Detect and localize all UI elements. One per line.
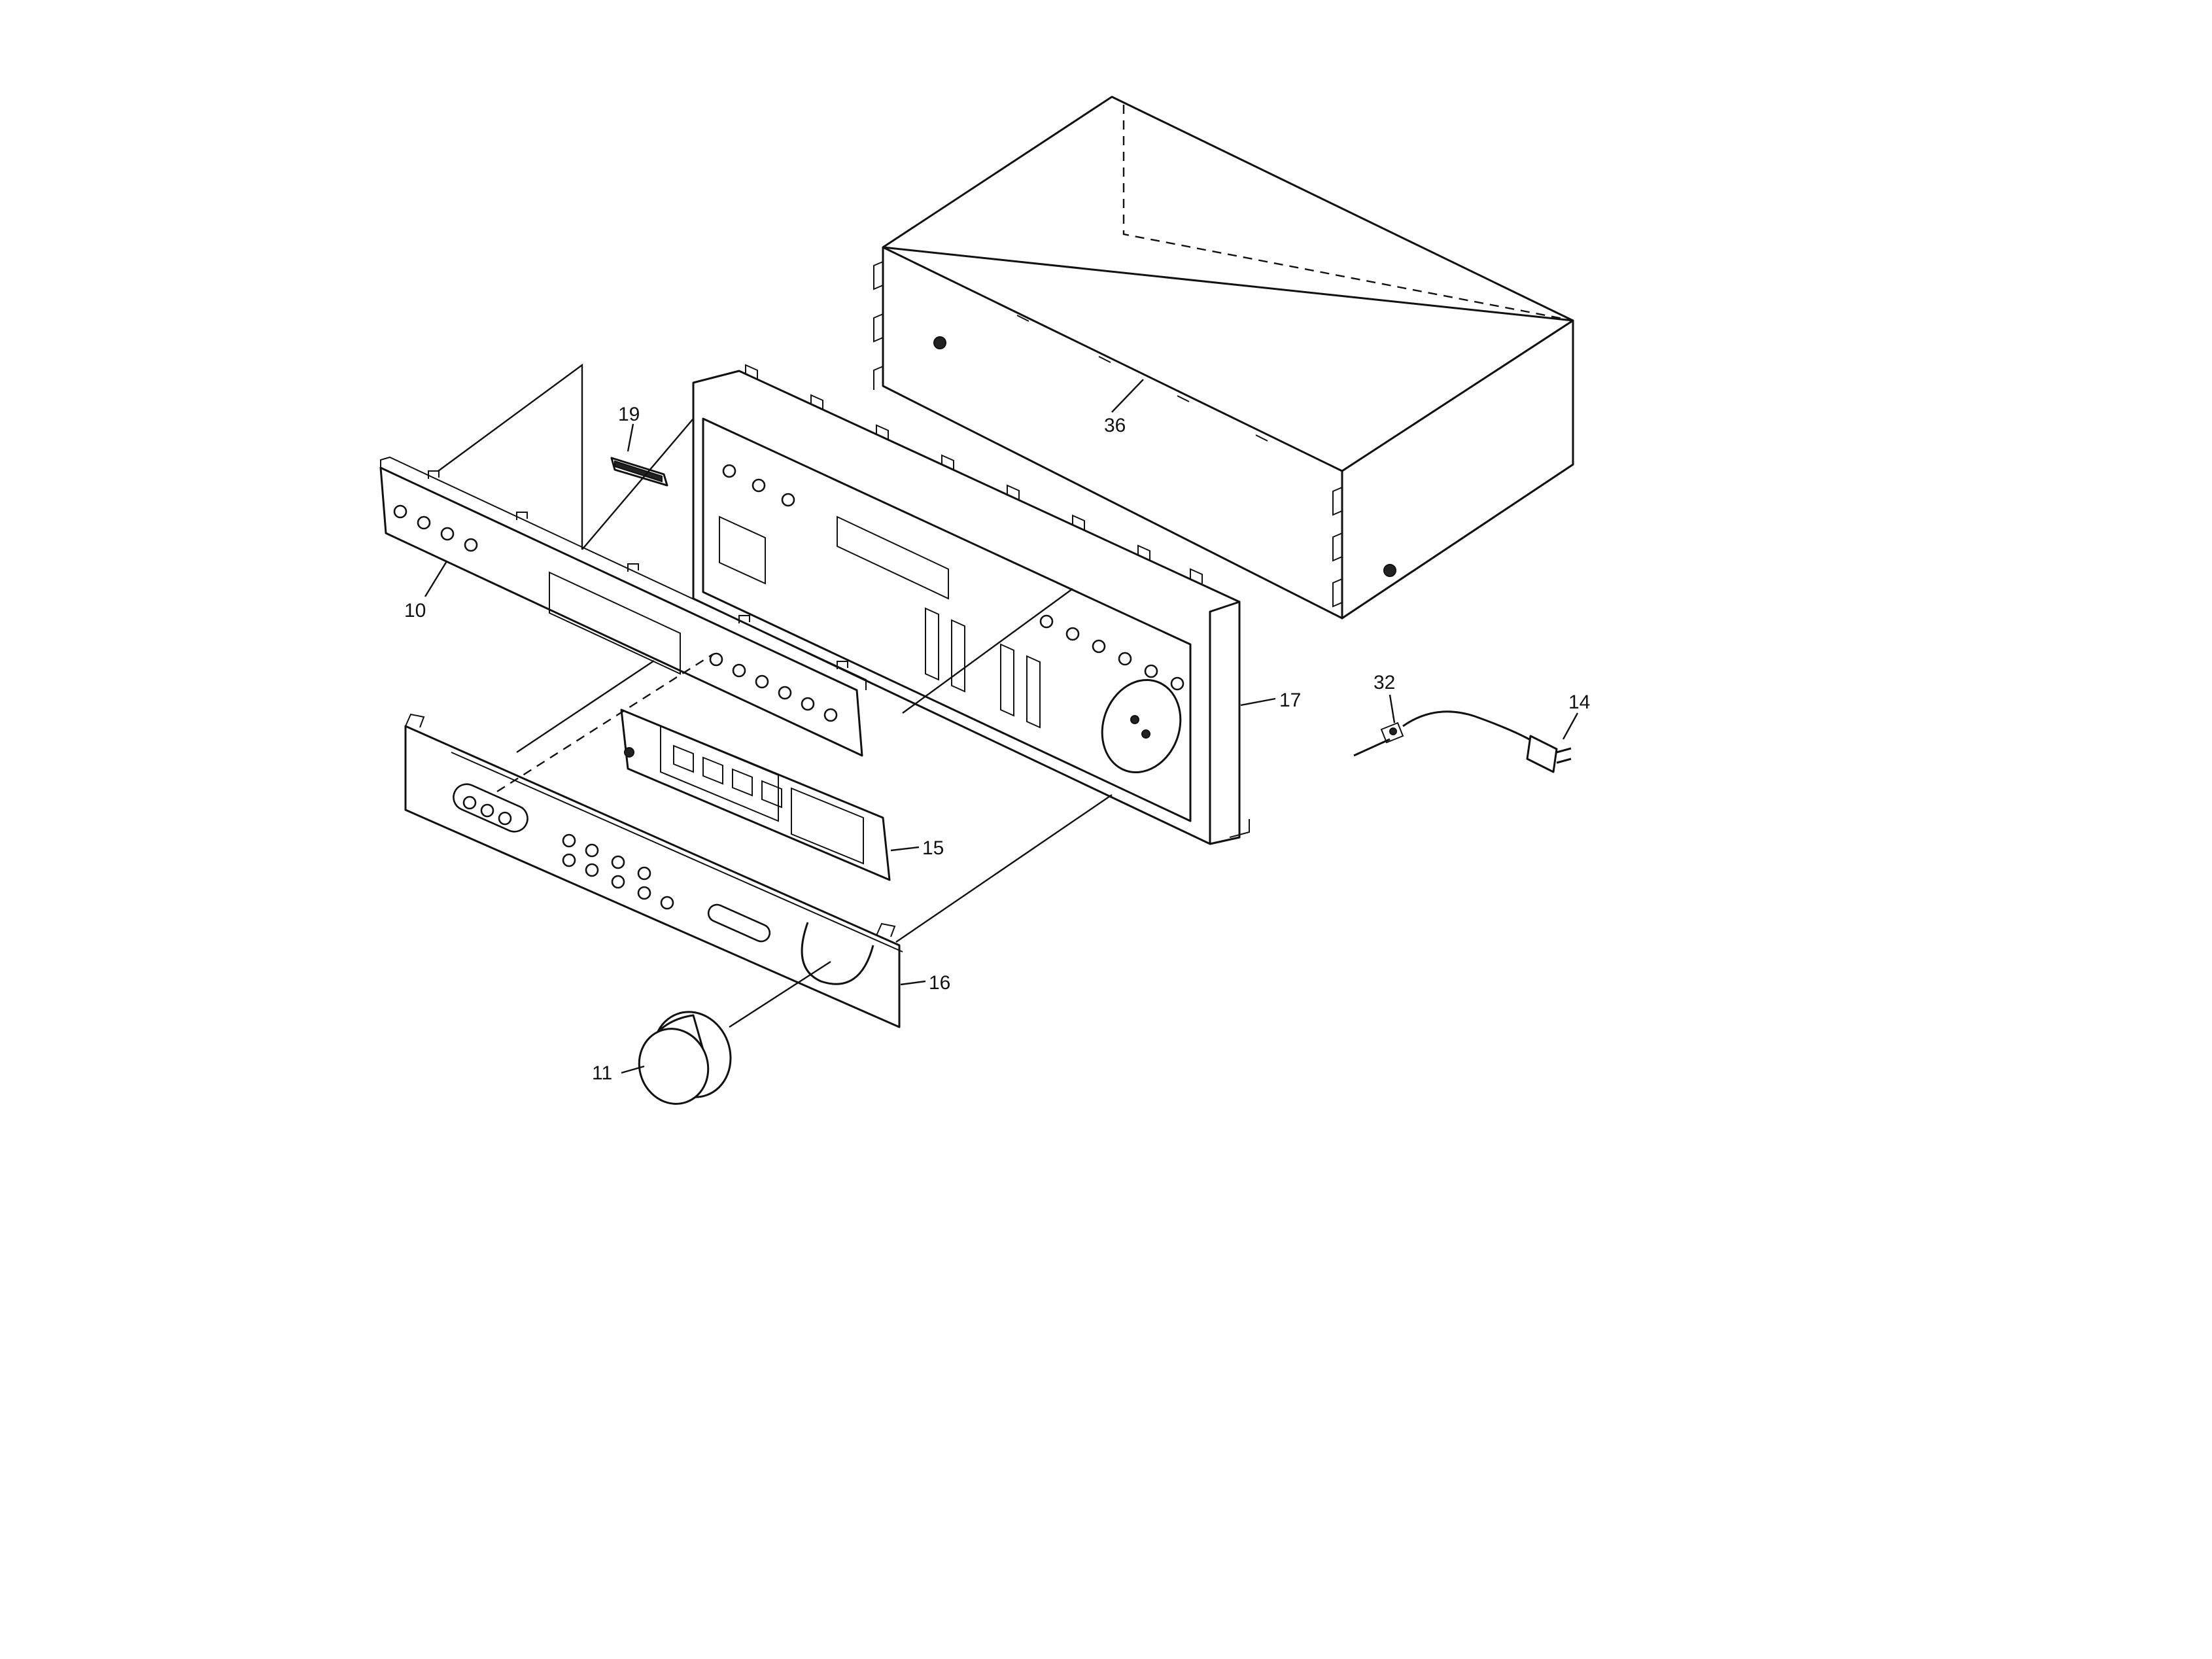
callout-19: 19 <box>618 404 640 425</box>
part-32-cord-bushing <box>1353 722 1404 757</box>
callout-16: 16 <box>929 972 950 994</box>
part-17-front-chassis <box>692 364 1250 845</box>
part-14-power-plug <box>1402 710 1572 773</box>
callout-32: 32 <box>1374 672 1395 693</box>
callout-17: 17 <box>1279 690 1301 711</box>
callout-14: 14 <box>1568 691 1590 713</box>
assembly-guide-lines <box>438 363 1113 1028</box>
part-19-bracket <box>610 457 668 487</box>
callout-36: 36 <box>1104 415 1126 436</box>
callout-10: 10 <box>404 600 426 621</box>
callout-11: 11 <box>592 1062 612 1084</box>
part-16-lower-front-panel <box>404 713 903 1028</box>
callout-15: 15 <box>922 837 944 859</box>
part-36-cabinet-cover <box>873 96 1574 620</box>
part-15-switch-board <box>620 708 891 881</box>
part-11-knob <box>638 1011 732 1105</box>
part-10-display-panel <box>379 456 867 757</box>
